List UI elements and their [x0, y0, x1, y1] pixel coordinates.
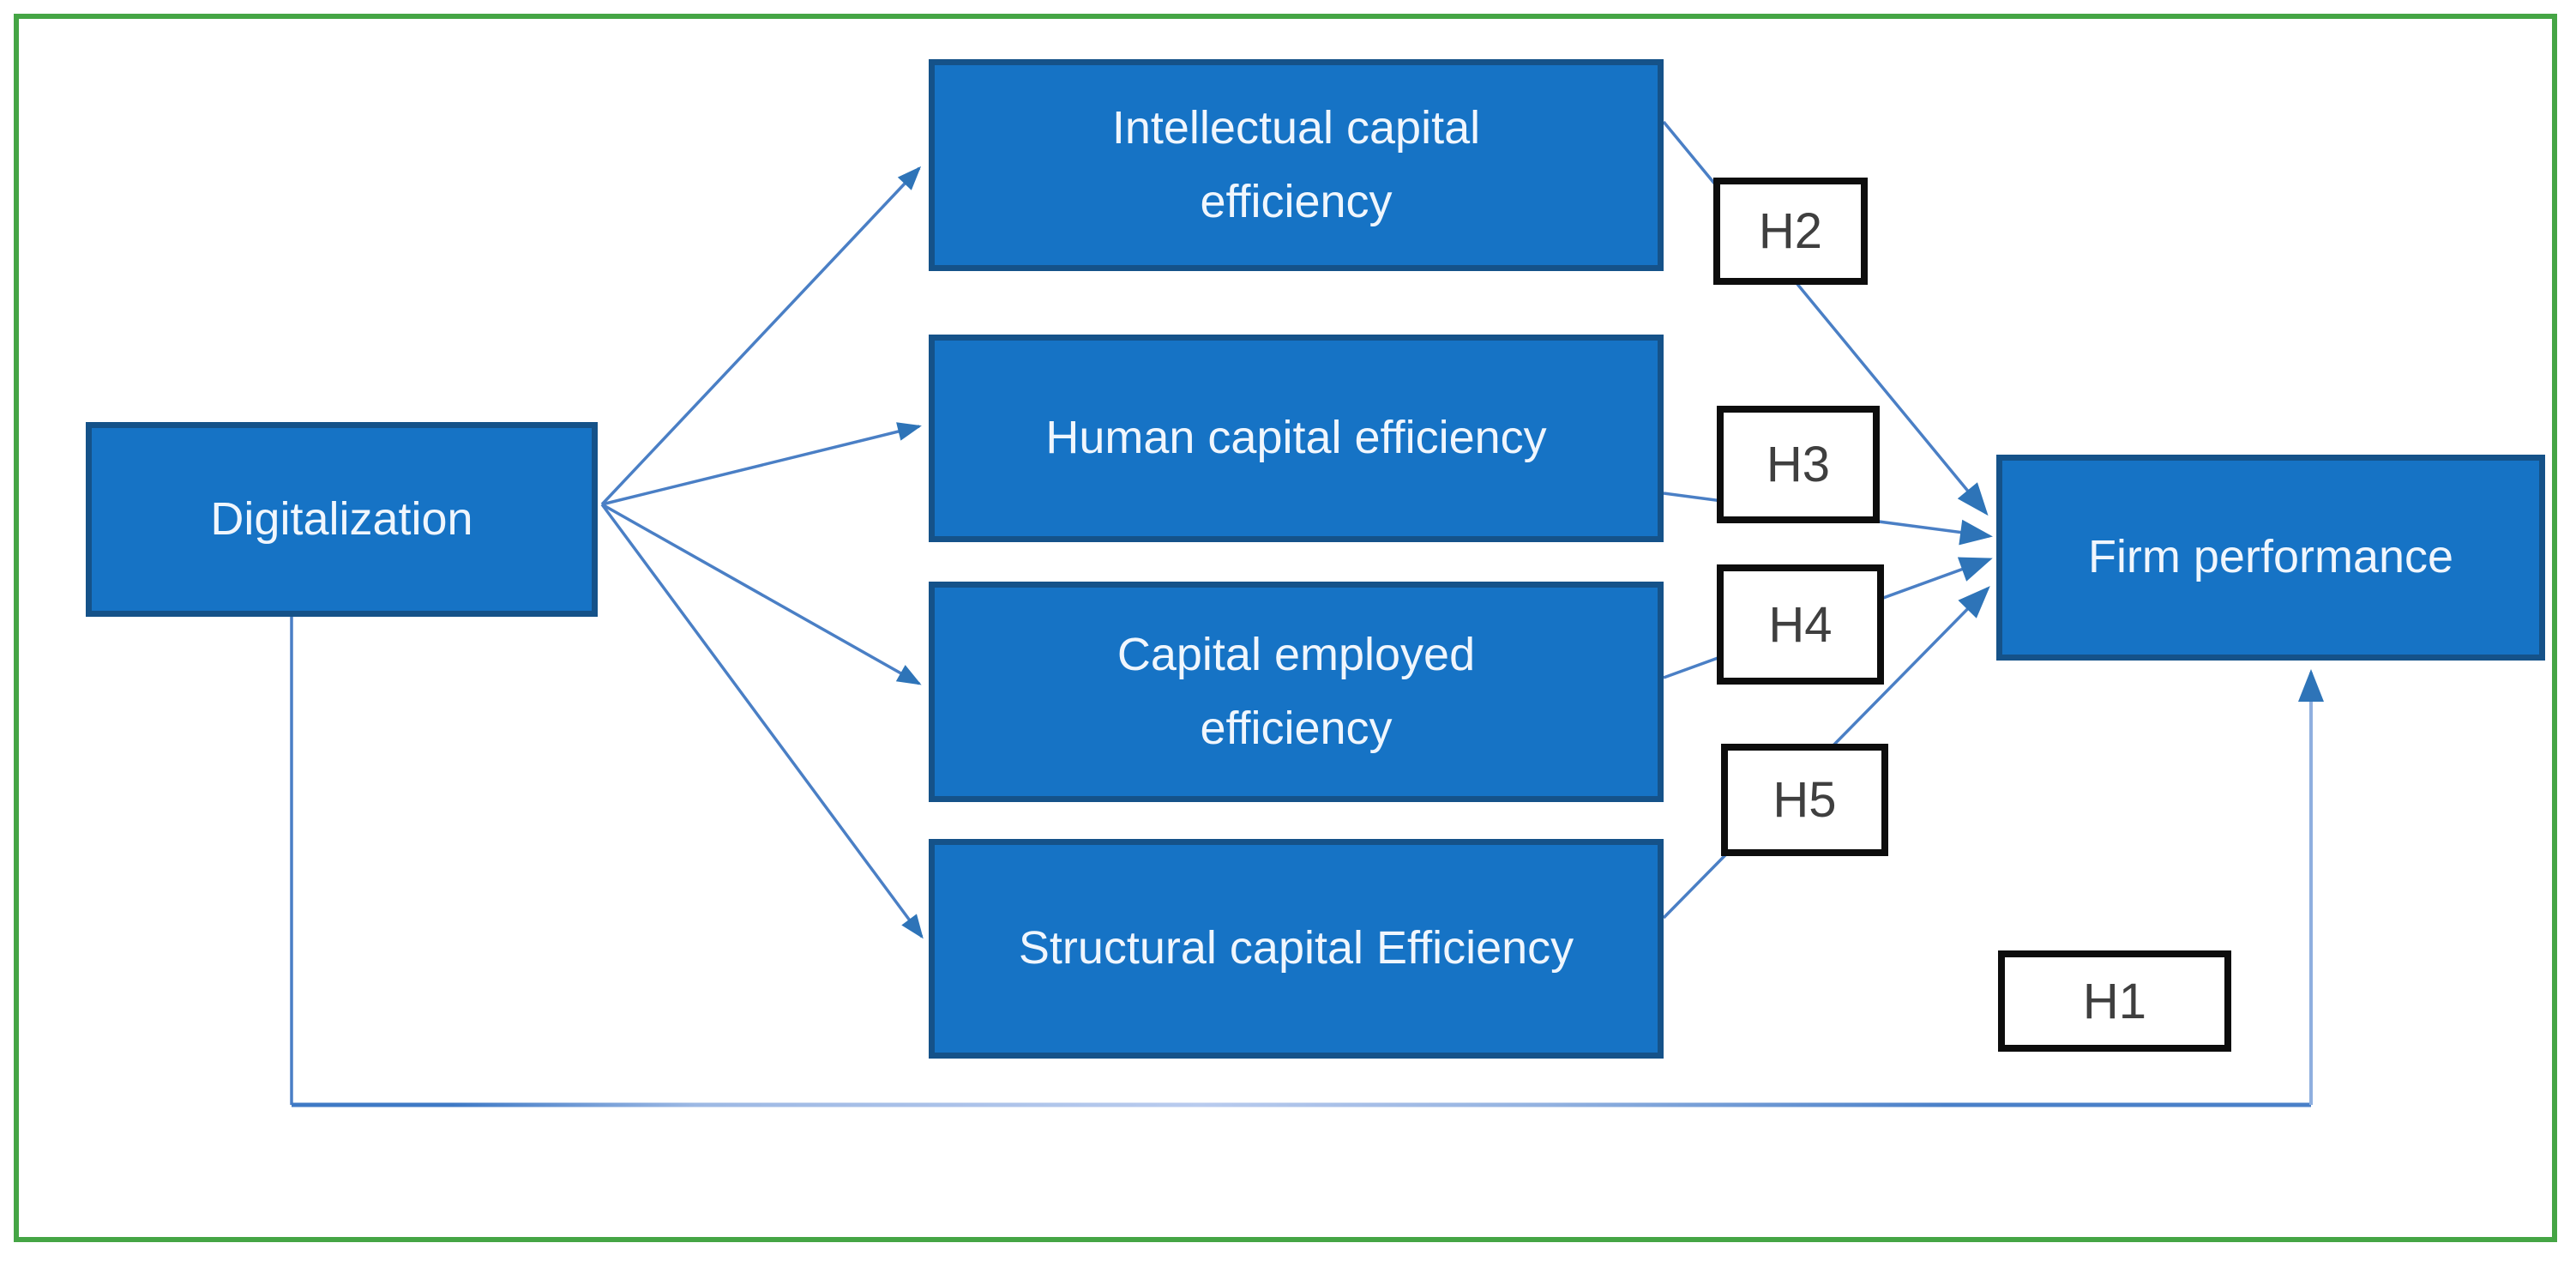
node-label: Intellectual capital — [1111, 102, 1481, 154]
node-label: efficiency — [1200, 175, 1393, 227]
hypothesis-box-h1: H1 — [1998, 950, 2231, 1052]
arrow-digitalization-to-intellectual — [600, 166, 922, 506]
hypothesis-label-h2: H2 — [1758, 203, 1823, 259]
hypothesis-box-h5: H5 — [1721, 744, 1888, 856]
hypothesis-label-h5: H5 — [1773, 772, 1837, 828]
hypothesis-box-h4: H4 — [1717, 564, 1884, 685]
node-digitalization: Digitalization — [86, 422, 598, 617]
hypothesis-box-h2: H2 — [1713, 178, 1868, 285]
green-border-frame — [14, 14, 2557, 1242]
node-label: Digitalization — [210, 492, 473, 545]
hypothesis-box-h3: H3 — [1717, 406, 1880, 523]
hypothesis-label-h4: H4 — [1768, 596, 1833, 653]
arrow-digitalization-to-human — [601, 422, 922, 506]
node-label: Structural capital Efficiency — [1018, 922, 1574, 974]
node-label: Capital employed — [1116, 629, 1476, 681]
node-structural-capital-efficiency: Structural capital Efficiency — [929, 839, 1664, 1059]
node-label: Human capital efficiency — [1045, 412, 1547, 464]
arrow-digitalization-to-capital — [601, 503, 922, 685]
hypothesis-label-h1: H1 — [2082, 973, 2147, 1029]
node-intellectual-capital-efficiency: Intellectual capital efficiency — [929, 59, 1664, 271]
node-label: efficiency — [1200, 702, 1393, 754]
node-capital-employed-efficiency: Capital employed efficiency — [929, 582, 1664, 802]
arrow-digitalization-to-structural — [600, 503, 924, 939]
node-label: Firm performance — [2087, 531, 2454, 583]
node-human-capital-efficiency: Human capital efficiency — [929, 335, 1664, 542]
node-firm-performance: Firm performance — [1996, 455, 2545, 661]
hypothesis-label-h3: H3 — [1766, 437, 1831, 492]
